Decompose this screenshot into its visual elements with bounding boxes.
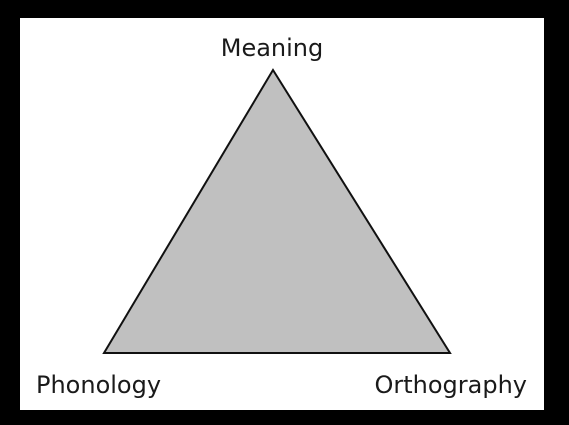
triangle-shape	[102, 68, 452, 354]
node-label-bottom-right: Orthography	[374, 371, 527, 399]
node-label-top: Meaning	[221, 34, 324, 62]
node-label-bottom-left: Phonology	[36, 371, 161, 399]
